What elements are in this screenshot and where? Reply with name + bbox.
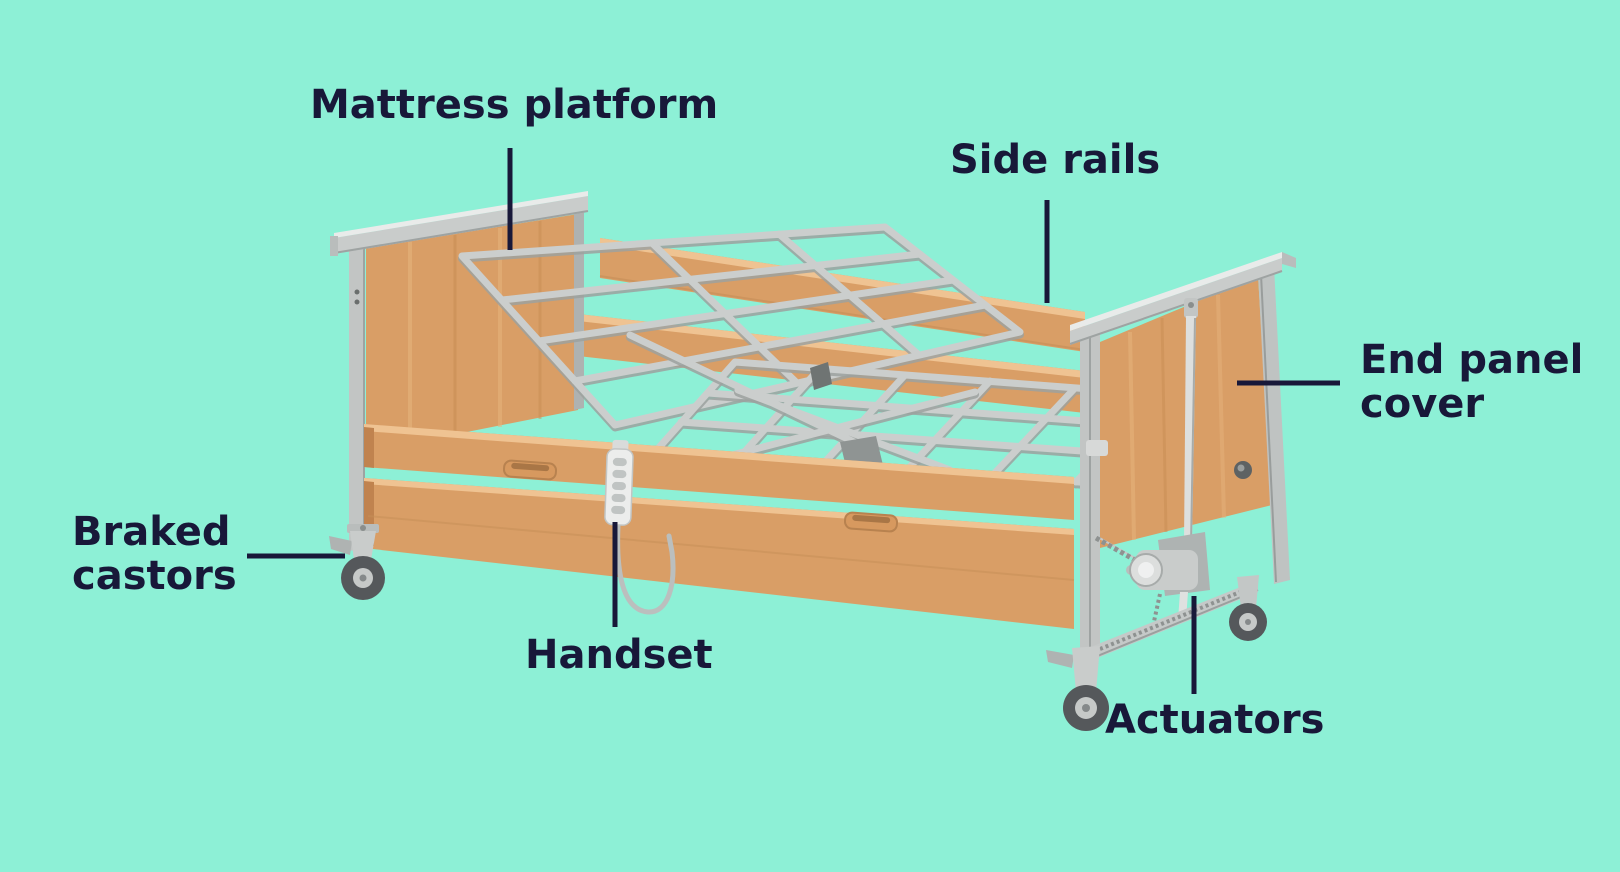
handset-button — [612, 457, 627, 467]
castor-foot-far — [1229, 575, 1267, 641]
braked-castor-foot — [1046, 646, 1109, 731]
foot-panel-far-post — [1258, 266, 1290, 584]
near-side-rail-upper — [364, 424, 1074, 520]
label-side-rails: Side rails — [950, 137, 1161, 183]
rail-handle-slot — [843, 511, 899, 533]
label-end-panel-cover: End panel cover — [1360, 337, 1584, 427]
brake-lever — [329, 536, 352, 555]
brake-lever — [1046, 650, 1074, 668]
head-panel-top-rail — [334, 196, 588, 254]
rail-handle-slot — [502, 459, 558, 481]
foot-panel-top-rail — [1070, 258, 1282, 345]
handset-device — [604, 439, 676, 615]
chassis-beam — [1077, 580, 1259, 666]
handset-cable — [615, 523, 676, 615]
post-collar — [1086, 440, 1108, 456]
label-actuators: Actuators — [1105, 697, 1325, 743]
label-braked-castors: Braked castors — [72, 509, 237, 599]
label-mattress-platform: Mattress platform — [310, 82, 719, 128]
braked-castor-head — [329, 524, 385, 600]
foot-panel — [1046, 252, 1296, 731]
head-panel-far-post — [574, 210, 584, 410]
far-side-rail-upper-top-edge — [600, 238, 1085, 319]
head-panel — [330, 191, 589, 551]
handset-button — [611, 493, 626, 503]
handset-button — [611, 505, 626, 515]
near-side-rail-lower — [364, 478, 1074, 629]
far-side-rail-lower-top-edge — [560, 312, 1085, 378]
pivot-bracket — [810, 362, 832, 390]
handset-button — [612, 469, 627, 479]
near-side-rails — [364, 424, 1075, 629]
far-side-rail-lower — [560, 312, 1085, 413]
leader-lines — [247, 148, 1340, 694]
head-panel-wood — [366, 214, 578, 452]
label-handset: Handset — [525, 632, 713, 678]
mattress-platform-backrest — [458, 223, 1024, 432]
actuator-rod — [1184, 298, 1198, 546]
handset-button — [612, 481, 626, 491]
head-panel-near-post — [349, 243, 365, 551]
